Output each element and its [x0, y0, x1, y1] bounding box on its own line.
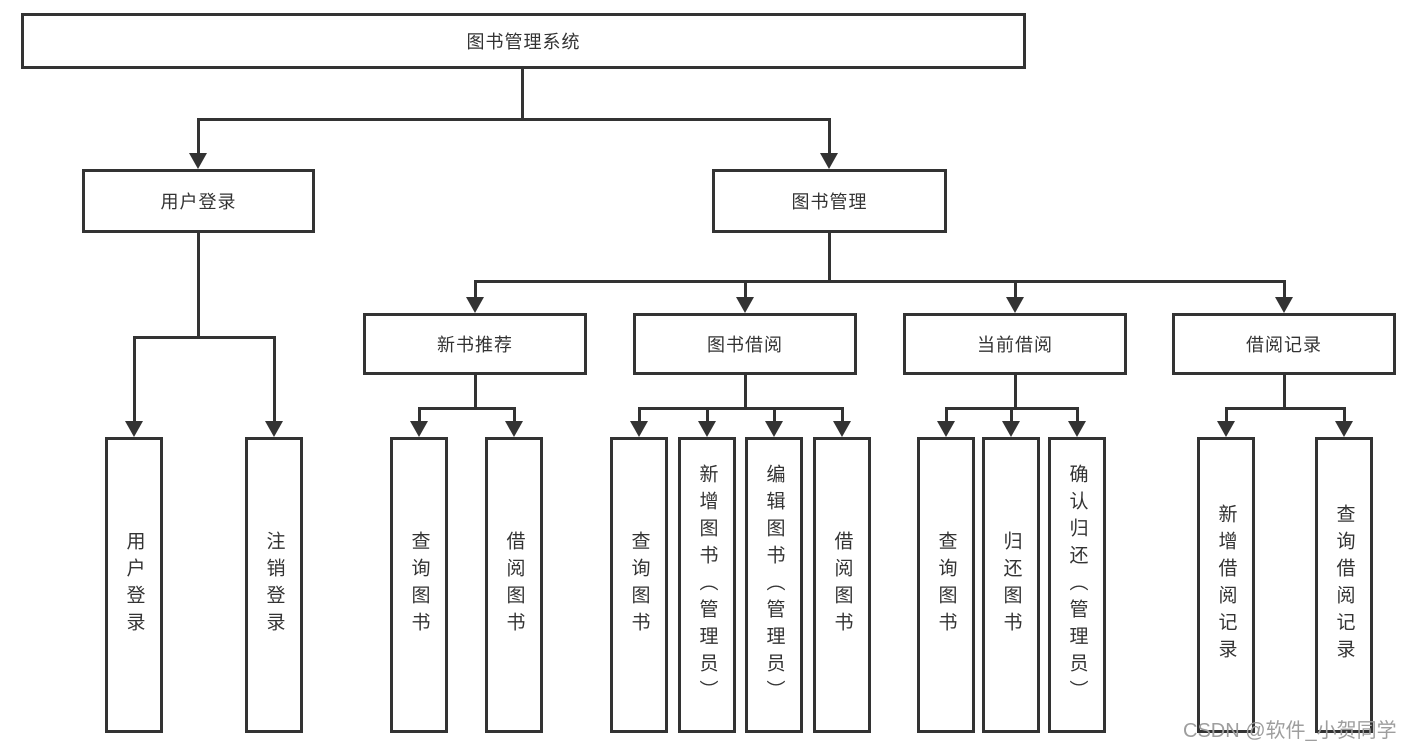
leaf-borrowing-borrow-books-label: 借阅图书: [831, 531, 853, 639]
connector-bookmgmt-arrow4-stub: [1283, 280, 1286, 300]
leaf-newbook-borrow-books: 借阅图书: [485, 437, 543, 733]
node-library-management-system-label: 图书管理系统: [466, 32, 581, 52]
leaf-borrowing-edit-books-admin: 编辑图书（管理员）: [745, 437, 803, 733]
arrowhead-icon: [125, 421, 143, 437]
arrowhead-icon: [630, 421, 648, 437]
arrowhead-icon: [466, 297, 484, 313]
node-borrowing-records: 借阅记录: [1172, 313, 1396, 375]
arrowhead-icon: [1068, 421, 1086, 437]
leaf-user-login: 用户登录: [105, 437, 163, 733]
connector-bookmgmt-arrow3-stub: [1014, 280, 1017, 300]
connector-root-arrow1-stub: [197, 118, 200, 154]
leaf-records-query-record-label: 查询借阅记录: [1333, 504, 1355, 666]
connector-bookmgmt-arrow2-stub: [744, 280, 747, 300]
leaf-borrowing-borrow-books: 借阅图书: [813, 437, 871, 733]
leaf-current-query-books: 查询图书: [917, 437, 975, 733]
connector-records-vline: [1283, 375, 1286, 407]
connector-bookmgmt-arrow1-stub: [474, 280, 477, 300]
connector-bookmgmt-vline: [828, 233, 831, 280]
connector-userlogin-vline: [197, 233, 200, 336]
connector-userlogin-arrow2-stub: [273, 336, 276, 422]
connector-userlogin-arrow1-stub: [133, 336, 136, 422]
node-current-borrowing: 当前借阅: [903, 313, 1127, 375]
arrowhead-icon: [736, 297, 754, 313]
node-current-borrowing-label: 当前借阅: [977, 335, 1053, 355]
leaf-current-confirm-return-admin: 确认归还（管理员）: [1048, 437, 1106, 733]
arrowhead-icon: [820, 153, 838, 169]
arrowhead-icon: [505, 421, 523, 437]
leaf-borrowing-query-books-label: 查询图书: [628, 531, 650, 639]
arrowhead-icon: [1002, 421, 1020, 437]
arrowhead-icon: [765, 421, 783, 437]
connector-bookmgmt-hline: [474, 280, 1286, 283]
connector-current-arrow2-stub: [1010, 407, 1013, 422]
leaf-user-login-label: 用户登录: [123, 531, 145, 639]
arrowhead-icon: [1006, 297, 1024, 313]
leaf-current-return-books-label: 归还图书: [1000, 531, 1022, 639]
connector-current-vline: [1014, 375, 1017, 407]
leaf-borrowing-add-books-admin: 新增图书（管理员）: [678, 437, 736, 733]
leaf-records-add-record-label: 新增借阅记录: [1215, 504, 1237, 666]
arrowhead-icon: [1217, 421, 1235, 437]
node-book-management-label: 图书管理: [791, 192, 868, 212]
connector-borrowing-arrow4-stub: [841, 407, 844, 422]
connector-newbook-vline: [474, 375, 477, 407]
connector-borrowing-vline: [744, 375, 747, 407]
leaf-records-query-record: 查询借阅记录: [1315, 437, 1373, 733]
node-new-book-recommend: 新书推荐: [363, 313, 587, 375]
connector-newbook-arrow1-stub: [418, 407, 421, 422]
connector-borrowing-arrow2-stub: [706, 407, 709, 422]
arrowhead-icon: [189, 153, 207, 169]
connector-root-vline: [521, 69, 524, 118]
leaf-current-confirm-return-admin-label: 确认归还（管理员）: [1066, 463, 1088, 707]
leaf-newbook-query-books: 查询图书: [390, 437, 448, 733]
connector-borrowing-arrow1-stub: [638, 407, 641, 422]
connector-borrowing-hline: [638, 407, 844, 410]
leaf-borrowing-edit-books-admin-label: 编辑图书（管理员）: [763, 463, 785, 707]
leaf-newbook-borrow-books-label: 借阅图书: [503, 531, 525, 639]
node-book-borrowing: 图书借阅: [633, 313, 857, 375]
csdn-watermark: CSDN @软件_小贺同学: [1183, 720, 1397, 742]
node-new-book-recommend-label: 新书推荐: [437, 335, 513, 355]
connector-records-hline: [1225, 407, 1346, 410]
leaf-borrowing-query-books: 查询图书: [610, 437, 668, 733]
leaf-records-add-record: 新增借阅记录: [1197, 437, 1255, 733]
leaf-current-query-books-label: 查询图书: [935, 531, 957, 639]
leaf-newbook-query-books-label: 查询图书: [408, 531, 430, 639]
connector-records-arrow2-stub: [1343, 407, 1346, 422]
arrowhead-icon: [1335, 421, 1353, 437]
arrowhead-icon: [410, 421, 428, 437]
node-user-login-label: 用户登录: [160, 192, 237, 212]
arrowhead-icon: [698, 421, 716, 437]
leaf-logout-login: 注销登录: [245, 437, 303, 733]
node-library-management-system: 图书管理系统: [21, 13, 1026, 69]
connector-userlogin-hline: [134, 336, 276, 339]
connector-current-arrow1-stub: [945, 407, 948, 422]
connector-borrowing-arrow3-stub: [773, 407, 776, 422]
arrowhead-icon: [937, 421, 955, 437]
arrowhead-icon: [1275, 297, 1293, 313]
connector-newbook-arrow2-stub: [513, 407, 516, 422]
leaf-current-return-books: 归还图书: [982, 437, 1040, 733]
leaf-borrowing-add-books-admin-label: 新增图书（管理员）: [696, 463, 718, 707]
connector-root-arrow2-stub: [828, 118, 831, 154]
arrowhead-icon: [265, 421, 283, 437]
connector-newbook-hline: [418, 407, 516, 410]
connector-current-arrow3-stub: [1076, 407, 1079, 422]
connector-records-arrow1-stub: [1225, 407, 1228, 422]
node-user-login: 用户登录: [82, 169, 315, 233]
arrowhead-icon: [833, 421, 851, 437]
leaf-logout-login-label: 注销登录: [263, 531, 285, 639]
node-book-management: 图书管理: [712, 169, 947, 233]
node-book-borrowing-label: 图书借阅: [707, 335, 783, 355]
connector-root-hline: [197, 118, 831, 121]
node-borrowing-records-label: 借阅记录: [1246, 335, 1322, 355]
